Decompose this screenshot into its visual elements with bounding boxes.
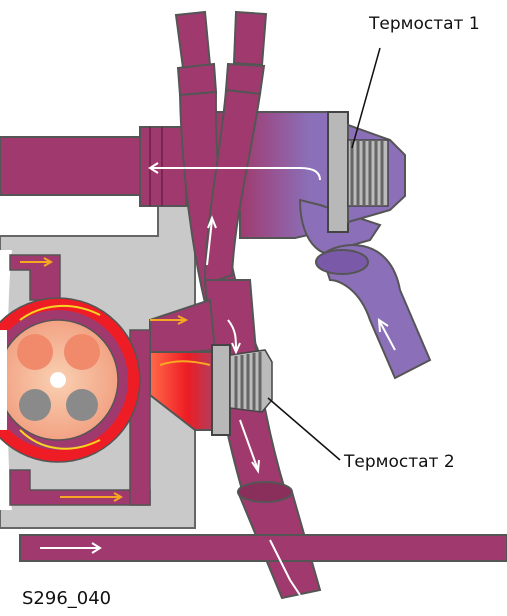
thermostat-1-label: Термостат 1 <box>369 14 480 34</box>
thermostat-2 <box>230 350 272 412</box>
thermostat-2-label: Термостат 2 <box>344 452 455 472</box>
figure-id: S296_040 <box>22 588 111 609</box>
upper-radiator-pipe <box>0 127 186 206</box>
thermostat-1 <box>348 140 388 206</box>
